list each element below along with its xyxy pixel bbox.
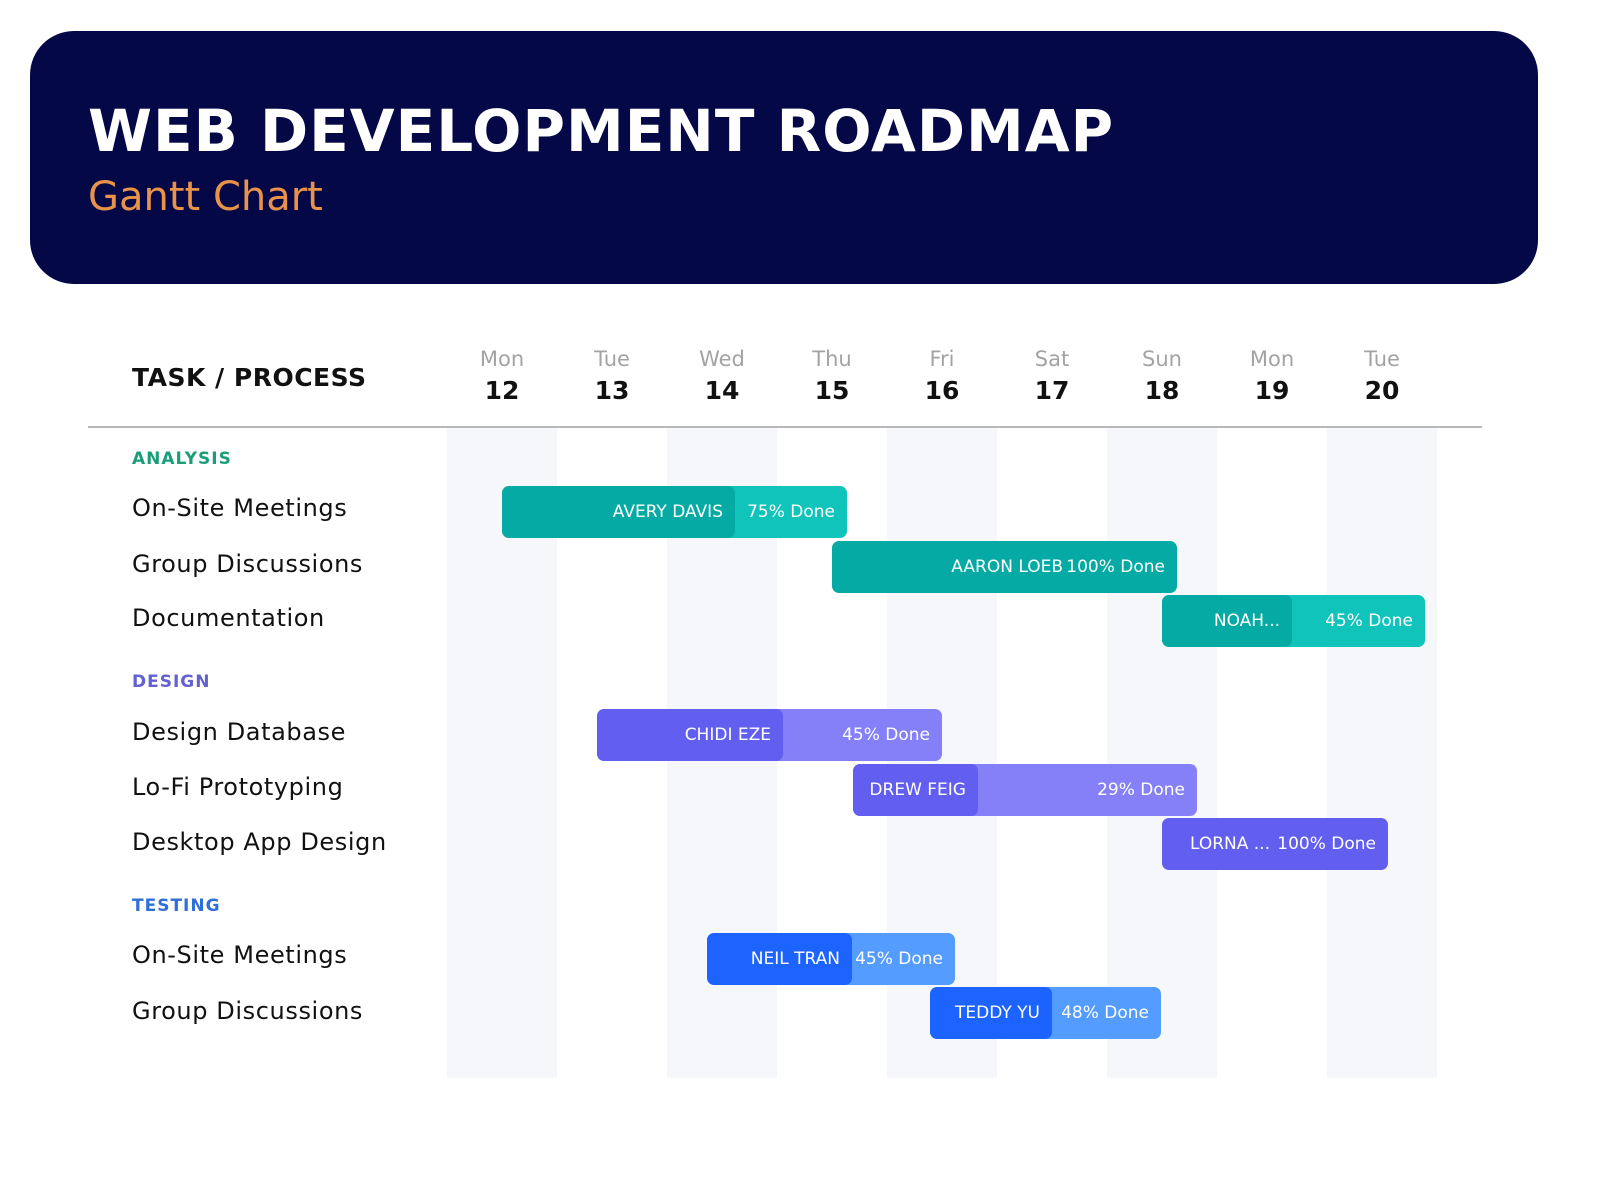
day-name: Mon <box>479 347 525 371</box>
bar-assignee: LORNA ... <box>1189 834 1270 854</box>
bar-assignee: TEDDY YU <box>955 1003 1040 1023</box>
bar-progress-fill <box>707 933 852 985</box>
gantt-bar[interactable]: AARON LOEB 100% Done <box>832 541 1177 593</box>
day-header: Mon 19 <box>1217 344 1327 408</box>
gantt-bar[interactable]: TEDDY YU 48% Done <box>930 987 1161 1039</box>
day-header: Sat 17 <box>997 344 1107 408</box>
group-label-testing: TESTING <box>132 896 221 916</box>
gantt-bar[interactable]: LORNA ... 100% Done <box>1162 818 1388 870</box>
bar-assignee: CHIDI EZE <box>684 725 771 745</box>
day-name: Sun <box>1142 347 1182 371</box>
bar-progress-label: 29% Done <box>1097 780 1185 800</box>
bar-assignee: AARON LOEB <box>951 557 1063 577</box>
task-label: On-Site Meetings <box>132 494 348 522</box>
day-header: Sun 18 <box>1107 344 1217 408</box>
day-name: Tue <box>1364 347 1400 371</box>
bar-progress-label: 48% Done <box>1061 1003 1149 1023</box>
day-header: Thu 15 <box>777 344 887 408</box>
day-name: Wed <box>699 347 745 371</box>
gantt-bar[interactable]: NEIL TRAN 45% Done <box>707 933 955 985</box>
day-number: 18 <box>1144 376 1180 405</box>
day-header: Tue 20 <box>1327 344 1437 408</box>
day-name: Fri <box>929 347 955 371</box>
bar-progress-fill <box>502 486 735 538</box>
page-subtitle: Gantt Chart <box>88 174 323 220</box>
header-divider <box>88 426 1482 428</box>
bar-progress-label: 45% Done <box>1325 611 1413 631</box>
gantt-bar[interactable]: DREW FEIG 29% Done <box>853 764 1197 816</box>
day-number: 12 <box>484 376 520 405</box>
column-stripe <box>1327 428 1437 1078</box>
task-label: Group Discussions <box>132 550 364 578</box>
bar-assignee: NOAH... <box>1213 611 1280 631</box>
day-number: 20 <box>1364 376 1400 405</box>
day-name: Sat <box>1034 347 1070 371</box>
column-stripe <box>1107 428 1217 1078</box>
day-name: Tue <box>594 347 630 371</box>
gantt-bar[interactable]: CHIDI EZE 45% Done <box>597 709 942 761</box>
task-label: Design Database <box>132 718 347 746</box>
bar-progress-fill <box>930 987 1052 1039</box>
gantt-bar[interactable]: NOAH... 45% Done <box>1162 595 1425 647</box>
day-header: Mon 12 <box>447 344 557 408</box>
bar-progress-fill <box>853 764 978 816</box>
task-label: Documentation <box>132 604 325 632</box>
header-banner: WEB DEVELOPMENT ROADMAP Gantt Chart <box>30 31 1538 284</box>
bar-progress-label: 100% Done <box>1277 834 1376 854</box>
gantt-bar[interactable]: AVERY DAVIS 75% Done <box>502 486 847 538</box>
bar-assignee: DREW FEIG <box>869 780 966 800</box>
group-label-analysis: ANALYSIS <box>132 449 232 469</box>
day-number: 14 <box>704 376 740 405</box>
bar-progress-fill <box>597 709 783 761</box>
day-header: Wed 14 <box>667 344 777 408</box>
day-number: 13 <box>594 376 630 405</box>
page-title: WEB DEVELOPMENT ROADMAP <box>88 97 1115 165</box>
bar-progress-label: 45% Done <box>842 725 930 745</box>
task-label: Lo-Fi Prototyping <box>132 773 344 801</box>
task-label: On-Site Meetings <box>132 941 348 969</box>
task-label: Group Discussions <box>132 997 364 1025</box>
bar-progress-label: 100% Done <box>1066 557 1165 577</box>
bar-assignee: NEIL TRAN <box>750 949 840 969</box>
bar-progress-fill <box>1162 595 1292 647</box>
task-label: Desktop App Design <box>132 828 387 856</box>
bar-assignee: AVERY DAVIS <box>612 502 723 522</box>
group-label-design: DESIGN <box>132 672 211 692</box>
day-number: 15 <box>814 376 850 405</box>
day-number: 17 <box>1034 376 1070 405</box>
day-number: 16 <box>924 376 960 405</box>
bar-progress-label: 45% Done <box>855 949 943 969</box>
day-header: Fri 16 <box>887 344 997 408</box>
day-header: Tue 13 <box>557 344 667 408</box>
day-name: Mon <box>1249 347 1295 371</box>
day-number: 19 <box>1254 376 1290 405</box>
day-name: Thu <box>812 347 852 371</box>
task-column-header: TASK / PROCESS <box>132 363 367 392</box>
bar-progress-label: 75% Done <box>747 502 835 522</box>
